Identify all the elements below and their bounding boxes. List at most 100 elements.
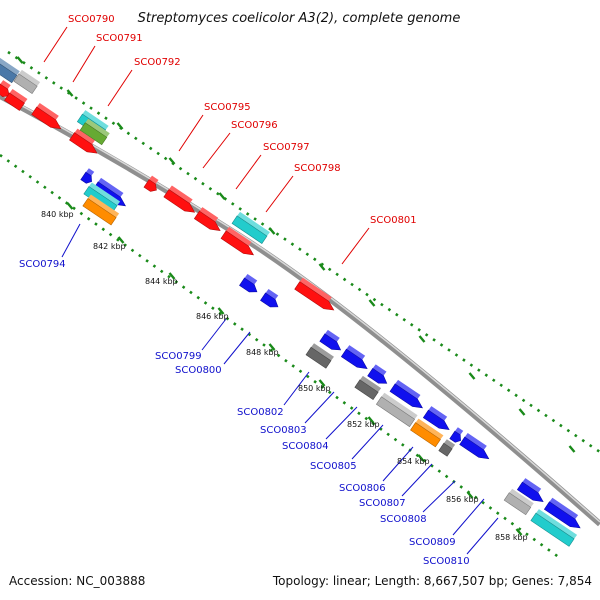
gene-top-face [381, 392, 418, 420]
gene-top-face [168, 185, 193, 204]
leader-line-bottom [283, 371, 310, 406]
gene-label-sco0792[interactable]: SCO0792 [134, 57, 181, 68]
gene-top-face [88, 182, 121, 206]
gene-block-b1[interactable] [319, 329, 342, 351]
gene-block-sco0794-a[interactable] [80, 168, 95, 184]
kbp-scale-labels: 840 kbp 842 kbp 844 kbp 846 kbp 848 kbp … [41, 210, 528, 542]
gene-label-sco0810[interactable]: SCO0810 [423, 556, 470, 567]
gene-block-fwd-d[interactable] [69, 128, 98, 154]
gene-block-sco0796[interactable] [163, 185, 196, 213]
gene-block-sco0804[interactable] [375, 392, 418, 428]
leader-line-bottom [325, 406, 358, 440]
gene-label-sco0807[interactable]: SCO0807 [359, 498, 406, 509]
gene-label-sco0791[interactable]: SCO0791 [96, 33, 143, 44]
scale-tick-upper [518, 408, 526, 416]
gene-block-b5[interactable] [422, 406, 450, 430]
gene-block-sco0803[interactable] [354, 375, 382, 401]
gene-top-face [509, 488, 534, 508]
scale-tick-lower [268, 343, 276, 351]
gene-top-face [464, 433, 487, 450]
gene-label-sco0802[interactable]: SCO0802 [237, 407, 284, 418]
gene-block-sco0798[interactable] [220, 226, 254, 256]
gene-label-sco0800[interactable]: SCO0800 [175, 365, 222, 376]
gene-block-sco0797[interactable] [193, 207, 221, 231]
gene-block-sco0799[interactable] [239, 273, 258, 293]
gene-block-sco0791[interactable] [13, 69, 41, 95]
gene-front-face [80, 171, 92, 184]
scale-tick-upper [368, 299, 376, 307]
gene-top-face [226, 226, 252, 247]
gene-block-sco0790[interactable] [0, 57, 20, 84]
gene-front-face [231, 215, 268, 244]
gene-block-fwd-c[interactable] [31, 103, 62, 130]
scale-tick-lower [168, 272, 176, 280]
gene-block-sco0798-cyan[interactable] [231, 211, 270, 244]
gene-front-face [354, 379, 379, 401]
kbp-label-844: 844 kbp [145, 277, 178, 286]
gene-top-face [265, 288, 279, 300]
gene-block-b9[interactable] [543, 497, 581, 529]
gene-block-sco0810[interactable] [530, 509, 578, 547]
gene-front-face [375, 396, 416, 428]
gene-front-face [0, 63, 18, 84]
gene-front-face [530, 512, 575, 547]
gene-label-sco0790[interactable]: SCO0790 [68, 14, 115, 25]
leader-line-bottom [304, 391, 335, 424]
gene-label-sco0804[interactable]: SCO0804 [282, 441, 329, 452]
scale-tick-lower [217, 307, 225, 315]
scale-tick-lower [417, 454, 425, 462]
kbp-label-852: 852 kbp [347, 420, 380, 429]
gene-label-sco0808[interactable]: SCO0808 [380, 514, 427, 525]
gene-label-sco0799[interactable]: SCO0799 [155, 351, 202, 362]
leader-line-top [235, 154, 262, 190]
gene-label-sco0795[interactable]: SCO0795 [204, 102, 251, 113]
gene-block-b6[interactable] [449, 427, 464, 443]
gene-front-face [367, 367, 388, 384]
gene-top-face [346, 345, 366, 360]
gene-block-sco0800[interactable] [260, 288, 279, 308]
gene-label-sco0798[interactable]: SCO0798 [294, 163, 341, 174]
gene-label-sco0809[interactable]: SCO0809 [409, 537, 456, 548]
gene-block-sco0794-orange[interactable] [82, 194, 120, 226]
gene-block-b4[interactable] [389, 379, 423, 409]
gene-top-face [237, 211, 270, 237]
gene-label-sco0797[interactable]: SCO0797 [263, 142, 310, 153]
topology-text: Topology: linear; Length: 8,667,507 bp; … [272, 574, 592, 588]
gene-front-face [31, 106, 62, 130]
gene-block-b3[interactable] [367, 364, 388, 384]
gene-block-b7[interactable] [459, 433, 490, 460]
gene-block-sco0792-green[interactable] [79, 118, 110, 146]
leader-line-top [341, 227, 370, 265]
kbp-label-856: 856 kbp [446, 495, 479, 504]
kbp-label-850: 850 kbp [298, 384, 331, 393]
dotted-tracks [0, 50, 600, 560]
leader-line-bottom [466, 517, 499, 555]
gene-block-sco0802[interactable] [305, 343, 334, 369]
gene-block-fwd-b[interactable] [4, 88, 28, 111]
gene-block-b2[interactable] [340, 345, 368, 369]
gene-front-face [69, 132, 98, 154]
gene-label-sco0803[interactable]: SCO0803 [260, 425, 307, 436]
gene-label-sco0805[interactable]: SCO0805 [310, 461, 357, 472]
gene-block-sco0805[interactable] [410, 418, 444, 448]
gene-block-b8[interactable] [516, 478, 544, 502]
gene-label-sco0794[interactable]: SCO0794 [19, 259, 66, 270]
gene-front-face [260, 292, 279, 308]
gene-block-sco0801[interactable] [294, 277, 335, 311]
gene-top-face [0, 80, 11, 90]
gene-front-face [503, 492, 532, 516]
gene-label-sco0796[interactable]: SCO0796 [231, 120, 278, 131]
gene-front-face [4, 92, 25, 111]
gene-top-face [18, 69, 41, 87]
scale-tick-upper [468, 372, 476, 380]
gene-label-sco0801[interactable]: SCO0801 [370, 215, 417, 226]
leader-line-bottom [401, 463, 433, 497]
gene-front-face [79, 122, 108, 146]
gene-block-sco0806[interactable] [438, 439, 456, 457]
gene-label-sco0806[interactable]: SCO0806 [339, 483, 386, 494]
gene-block-sco0795[interactable] [143, 175, 159, 192]
leader-lines [43, 26, 499, 555]
gene-block-sco0809[interactable] [503, 488, 534, 516]
kbp-label-842: 842 kbp [93, 242, 126, 251]
gene-block-fwd-a[interactable] [0, 80, 11, 97]
